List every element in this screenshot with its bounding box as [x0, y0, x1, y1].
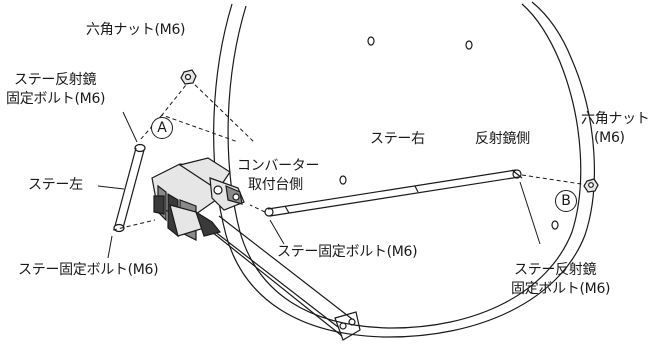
label-hex-nut-top: 六角ナット(M6)	[86, 22, 186, 38]
label-converter-side-2: 取付台側	[248, 177, 303, 193]
stay-left	[113, 143, 146, 233]
hex-nut-top-part	[180, 69, 197, 85]
leader-right-nut	[521, 174, 589, 186]
label-stay-reflector-bolt-left-2: 固定ボルト(M6)	[6, 91, 106, 107]
label-stay-reflector-bolt-left-1: ステー反射鏡	[14, 72, 97, 88]
label-converter-side-1: コンバーター	[237, 158, 320, 174]
label-stay-right: ステー右	[370, 131, 425, 147]
label-stay-reflector-bolt-right-1: ステー反射鏡	[514, 262, 597, 278]
leader-nut-top	[161, 79, 239, 143]
marker-b: B	[555, 190, 577, 212]
label-stay-fixing-bolt-center: ステー固定ボルト(M6)	[277, 244, 418, 260]
label-stay-left: ステー左	[28, 177, 83, 193]
leader-left-bottom	[112, 219, 156, 231]
marker-a: A	[151, 117, 173, 139]
label-stay-fixing-bolt-left: ステー固定ボルト(M6)	[18, 262, 159, 278]
label-hex-nut-right-2: (M6)	[594, 130, 625, 146]
dish-rim-inner	[227, 3, 582, 329]
dish-hole	[367, 36, 375, 46]
label-reflector-side: 反射鏡側	[475, 131, 530, 147]
dish-hole	[339, 175, 347, 185]
converter-mount	[151, 157, 245, 241]
label-hex-nut-right-1: 六角ナット	[581, 111, 650, 127]
dish-hole	[551, 220, 559, 230]
stay-right	[264, 169, 523, 217]
hex-nut-right-part	[583, 178, 599, 193]
dish-hole	[465, 40, 473, 50]
feed-arm	[204, 215, 361, 341]
label-stay-reflector-bolt-right-2: 固定ボルト(M6)	[511, 281, 611, 297]
leader-center-bolt	[249, 204, 266, 213]
